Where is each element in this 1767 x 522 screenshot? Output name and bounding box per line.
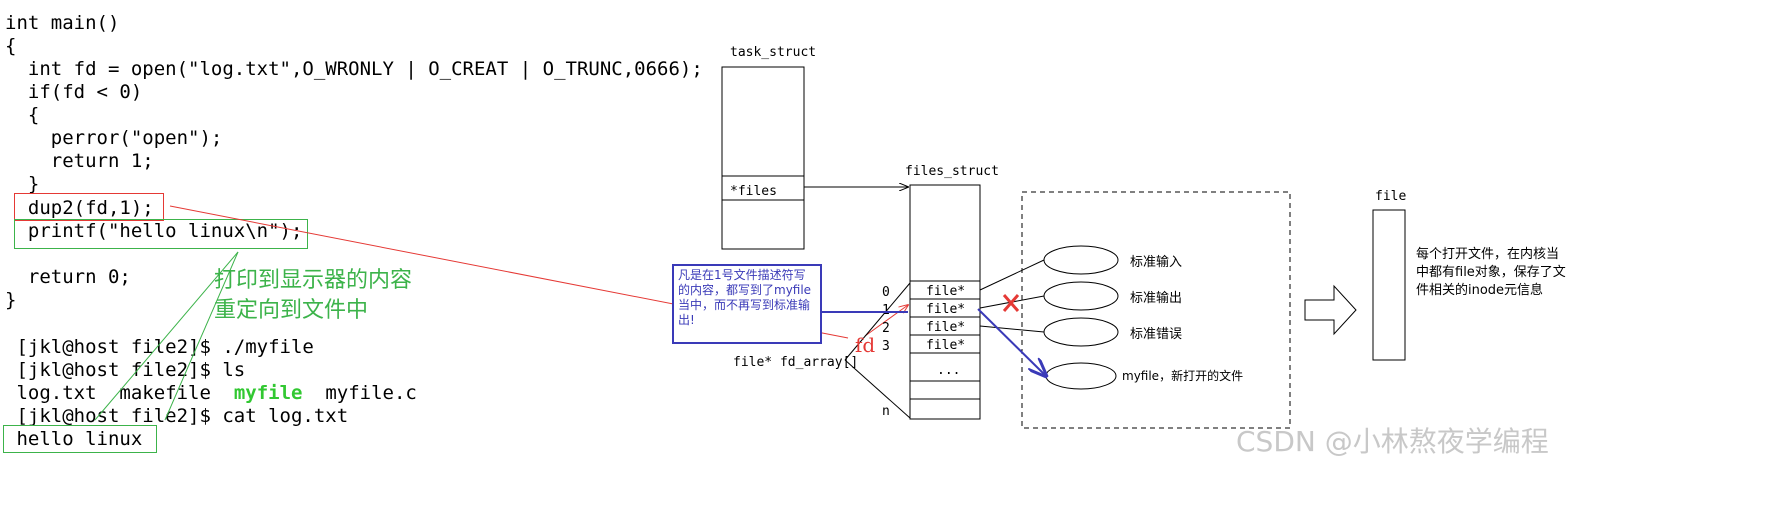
- stderr-file-node: [1043, 317, 1119, 347]
- printf-highlight-box: [14, 219, 308, 249]
- annotation-line-2: 重定向到文件中: [214, 298, 369, 323]
- redirect-arrow: [977, 308, 1046, 376]
- stderr-label: 标准错误: [1130, 327, 1182, 342]
- code-line: return 0;: [5, 266, 131, 288]
- output-highlight-box: [3, 425, 157, 453]
- fd-slot-ellipsis: ...: [937, 363, 960, 378]
- dup2-highlight-box: [14, 193, 164, 221]
- files-struct-label: files_struct: [905, 164, 999, 179]
- fd1-note: 凡是在1号文件描述符写的内容，都写到了myfile当中，而不再写到标准输出!: [672, 264, 822, 344]
- fd-to-slot1-arrow: [864, 305, 908, 337]
- terminal-line: [jkl@host file2]$ ls: [5, 359, 246, 381]
- green-connector: [94, 251, 239, 421]
- fd-index-2: 2: [882, 321, 890, 336]
- arrow-right-icon: [1304, 284, 1357, 336]
- ls-item: log.txt: [5, 382, 97, 404]
- close-x-icon: [1002, 294, 1020, 312]
- code-line-dup2: dup2(fd,1);: [5, 197, 154, 219]
- fd-array-label: file* fd_array[]: [733, 355, 858, 370]
- terminal-output: hello linux: [5, 428, 143, 450]
- fd-slot-0: file*: [926, 284, 965, 299]
- terminal-line: [jkl@host file2]$ ./myfile: [5, 336, 314, 358]
- watermark: CSDN @小林熬夜学编程: [1236, 425, 1549, 458]
- fd-index-0: 0: [882, 285, 890, 300]
- terminal-ls-output: log.txt makefile myfile myfile.c: [5, 382, 417, 404]
- myfile-file-node: [1045, 362, 1117, 390]
- annotation-line-1: 打印到显示器的内容: [214, 268, 413, 293]
- file-object-note: 每个打开文件，在内核当中都有file对象，保存了文件相关的inode元信息: [1416, 247, 1566, 298]
- code-line: if(fd < 0): [5, 81, 143, 103]
- code-line: int main(): [5, 12, 120, 34]
- file-label: file: [1375, 189, 1406, 204]
- code-line: int fd = open("log.txt",O_WRONLY | O_CRE…: [5, 58, 703, 80]
- fd-label: fd: [855, 333, 875, 357]
- code-line: }: [5, 173, 40, 195]
- file-object-box: [1372, 209, 1406, 361]
- code-listing: int main() { int fd = open("log.txt",O_W…: [0, 0, 720, 522]
- files-pointer: *files: [730, 184, 777, 199]
- files-struct-box: [909, 184, 981, 420]
- green-connector: [164, 251, 239, 421]
- stdin-file-node: [1043, 245, 1119, 275]
- fd-slot-3: file*: [926, 338, 965, 353]
- ls-item: myfile.c: [325, 382, 417, 404]
- fd-index-n: n: [882, 404, 890, 419]
- code-line: }: [5, 289, 17, 311]
- fd-slot-1: file*: [926, 302, 965, 317]
- fd-index-1: 1: [882, 303, 890, 318]
- myfile-label: myfile，新打开的文件: [1122, 368, 1243, 383]
- fd-index-3: 3: [882, 339, 890, 354]
- stdout-label: 标准输出: [1130, 290, 1182, 306]
- code-line-printf: printf("hello linux\n");: [5, 220, 303, 242]
- open-files-region: [1021, 191, 1291, 429]
- stdin-label: 标准输入: [1130, 254, 1182, 270]
- stdout-file-node: [1043, 281, 1119, 311]
- terminal-line: [jkl@host file2]$ cat log.txt: [5, 405, 349, 427]
- code-line: {: [5, 104, 40, 126]
- ls-item: makefile: [119, 382, 211, 404]
- task-struct-box: [721, 66, 805, 250]
- ls-item-executable: myfile: [233, 382, 303, 404]
- task-struct-label: task_struct: [730, 45, 816, 60]
- code-line: {: [5, 35, 17, 57]
- fd-slot-2: file*: [926, 320, 965, 335]
- code-line: return 1;: [5, 150, 154, 172]
- code-line: perror("open");: [5, 127, 223, 149]
